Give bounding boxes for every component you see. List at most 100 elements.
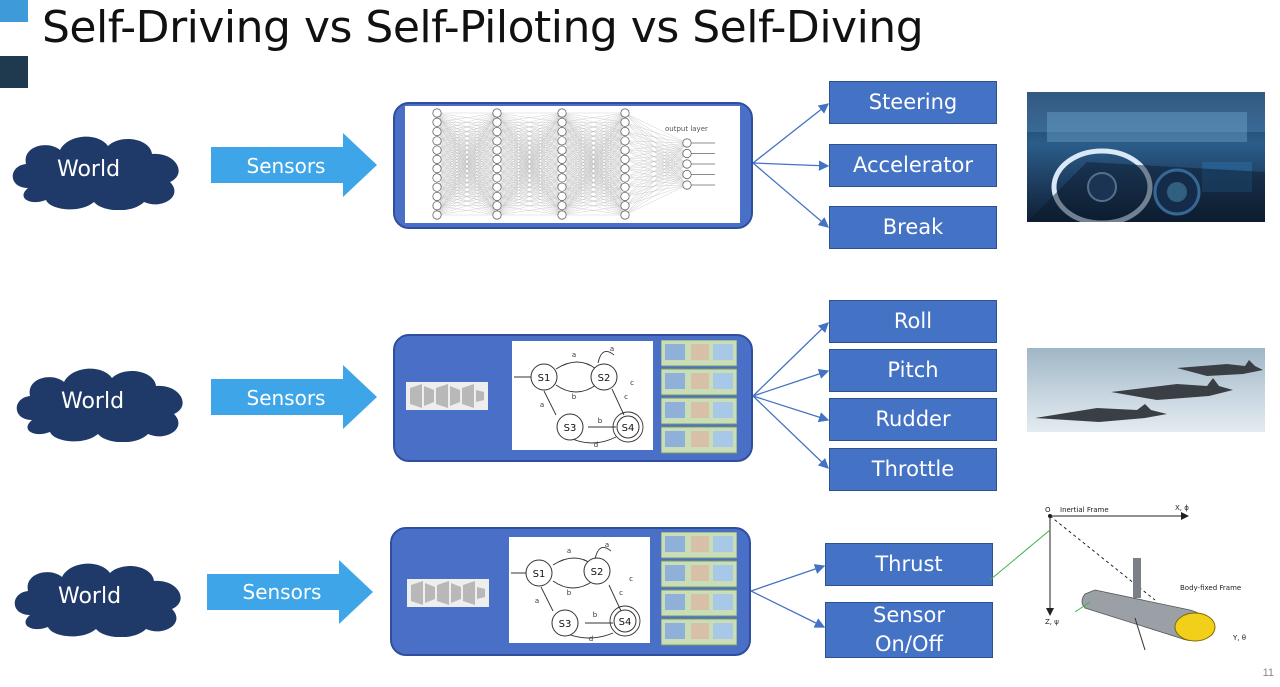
- neuron-node: [432, 108, 442, 118]
- neuron-node: [492, 145, 502, 155]
- fsm-edge-label: d: [594, 441, 598, 449]
- origin-label: O: [1045, 506, 1051, 514]
- neuron-node: [557, 182, 567, 192]
- neuron-node: [492, 201, 502, 211]
- x-axis-label: X, ϕ: [1175, 504, 1189, 512]
- state-machine-diagram: S1 S2 S3 S4 a b c a b c d a: [509, 537, 650, 643]
- neuron-node: [557, 191, 567, 202]
- neuron-node: [620, 117, 630, 127]
- fsm-state-label: S4: [619, 617, 632, 628]
- body-frame-label: Body-fixed Frame: [1180, 584, 1241, 592]
- neuron-node: [620, 191, 630, 202]
- neuron-node: [492, 182, 502, 192]
- neuron-node: [432, 145, 442, 155]
- neuron-node: [620, 201, 630, 211]
- state-machine-graph: S1 S2 S3 S4 a b c a b c d a: [511, 541, 641, 643]
- neuron-node: [432, 136, 442, 146]
- accent-bar-top: [0, 0, 28, 22]
- fsm-state-label: S1: [538, 373, 551, 384]
- neuron-node: [432, 154, 442, 164]
- neuron-node: [492, 126, 502, 137]
- neuron-node: [682, 159, 692, 169]
- fsm-edge-label: c: [624, 393, 628, 401]
- neuron-node: [557, 201, 567, 211]
- inertial-frame-label: Inertial Frame: [1060, 506, 1109, 514]
- neuron-node: [492, 108, 502, 118]
- fsm-state-label: S3: [564, 423, 577, 434]
- neuron-node: [682, 138, 692, 148]
- car-cockpit-image: [1027, 92, 1265, 222]
- auv-coordinate-figure: O Inertial Frame X, ϕ Z, ψ Body-fixed Fr…: [989, 504, 1246, 651]
- neuron-node: [557, 210, 567, 220]
- neuron-node: [557, 164, 567, 174]
- sensors-arrow: [207, 560, 373, 624]
- output-sensor-on-off: Sensor On/Off: [825, 602, 993, 658]
- neuron-node: [620, 182, 630, 192]
- sensors-label: Sensors: [246, 154, 326, 178]
- neuron-node: [620, 154, 630, 164]
- neuron-node: [620, 210, 630, 220]
- neuron-node: [620, 173, 630, 183]
- sensors-label: Sensors: [246, 386, 326, 410]
- neuron-node: [620, 126, 630, 137]
- neuron-node: [432, 117, 442, 127]
- neuron-node: [682, 169, 692, 180]
- lookup-table-thumbnail: [660, 339, 738, 454]
- mini-network-thumbnail: [406, 382, 488, 410]
- neuron-node: [492, 154, 502, 164]
- world-cloud: [12, 136, 179, 210]
- output-thrust: Thrust: [825, 543, 993, 586]
- fsm-state-label: S4: [622, 423, 635, 434]
- output-rudder: Rudder: [829, 398, 997, 441]
- y-axis-label: Y, θ: [1232, 634, 1246, 642]
- fsm-edge-label: c: [619, 589, 623, 597]
- neuron-node: [557, 108, 567, 118]
- sensors-label: Sensors: [242, 580, 322, 604]
- fsm-edge-label: b: [598, 417, 603, 425]
- fsm-edge-label: a: [610, 345, 614, 353]
- neuron-node: [620, 164, 630, 174]
- fsm-edge-label: b: [567, 589, 572, 597]
- output-pitch: Pitch: [829, 349, 997, 392]
- output-break: Break: [829, 206, 997, 249]
- lookup-table-thumbnail: [660, 531, 738, 646]
- fsm-edge-label: c: [630, 379, 634, 387]
- neuron-node: [620, 108, 630, 118]
- neuron-node: [620, 136, 630, 146]
- fsm-state-label: S1: [533, 569, 546, 580]
- accent-bar-middle: [0, 25, 28, 53]
- world-cloud: [16, 368, 183, 442]
- neural-network-diagram: output layer: [405, 106, 740, 223]
- neuron-node: [432, 210, 442, 220]
- neuron-node: [682, 180, 692, 190]
- fsm-edge-label: d: [589, 635, 593, 643]
- fighter-jets-image: [1027, 348, 1265, 432]
- neuron-node: [492, 191, 502, 202]
- output-accelerator: Accelerator: [829, 144, 997, 187]
- neural-network-graph: output layer: [432, 108, 715, 220]
- fsm-edge-label: a: [540, 401, 544, 409]
- sensors-arrow: [211, 133, 377, 197]
- neuron-node: [557, 145, 567, 155]
- fsm-state-label: S2: [598, 373, 611, 384]
- neuron-node: [432, 191, 442, 202]
- fsm-state-label: S2: [591, 567, 604, 578]
- neuron-node: [492, 164, 502, 174]
- neuron-node: [557, 117, 567, 127]
- fsm-edge-label: a: [605, 541, 609, 549]
- fsm-edge-label: b: [593, 611, 598, 619]
- mini-network-thumbnail: [407, 579, 489, 607]
- neuron-node: [557, 173, 567, 183]
- fsm-edge-label: a: [572, 351, 576, 359]
- output-steering: Steering: [829, 81, 997, 124]
- neuron-node: [492, 173, 502, 183]
- z-axis-label: Z, ψ: [1045, 618, 1059, 626]
- neuron-node: [492, 117, 502, 127]
- accent-bar-bottom: [0, 56, 28, 88]
- fsm-state-label: S3: [559, 619, 572, 630]
- neuron-node: [557, 126, 567, 137]
- neuron-node: [432, 164, 442, 174]
- world-label: World: [57, 157, 121, 182]
- slide-title: Self-Driving vs Self-Piloting vs Self-Di…: [42, 2, 924, 53]
